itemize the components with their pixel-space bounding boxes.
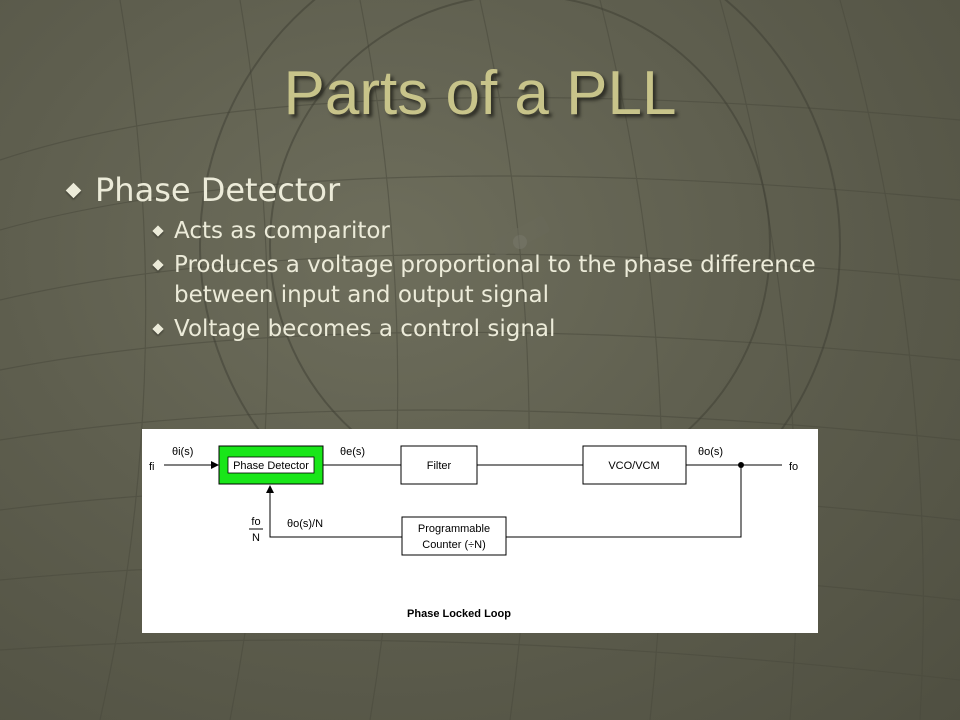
sub-bullet-item: Produces a voltage proportional to the p… [152, 250, 920, 310]
sub-bullet-text: Acts as comparitor [174, 218, 390, 244]
theta-o-label: θo(s) [698, 446, 723, 458]
vco-block [582, 445, 687, 485]
fo-over-n-numerator: fo [251, 516, 260, 528]
theta-i-label: θi(s) [172, 446, 193, 458]
fo-over-n-denominator: N [252, 532, 260, 544]
diamond-bullet-icon [152, 323, 164, 335]
bullet-phase-detector: Phase Detector [60, 168, 920, 212]
theta-e-label: θe(s) [340, 446, 365, 458]
bullet-list: Phase Detector Acts as comparitor Produc… [60, 168, 920, 344]
phase-detector-label: Phase Detector [233, 460, 309, 472]
pd-label-background [227, 456, 315, 474]
diamond-bullet-icon [65, 182, 82, 198]
diamond-bullet-icon [152, 259, 164, 271]
sub-bullet-item: Voltage becomes a control signal [152, 314, 920, 344]
feedback-path [506, 465, 742, 538]
counter-label-line1: Programmable [418, 523, 490, 535]
page-title: Parts of a PLL [283, 59, 677, 128]
sub-bullet-list: Acts as comparitor Produces a voltage pr… [60, 216, 920, 344]
vco-label: VCO/VCM [608, 460, 659, 472]
pll-block-diagram: Phase Detector Filter VCO/VCM Programmab… [142, 429, 818, 633]
junction-dot [738, 462, 744, 468]
counter-feedback-path [266, 485, 402, 538]
diagram-caption: Phase Locked Loop [407, 608, 511, 620]
sub-bullet-text: Produces a voltage proportional to the p… [174, 252, 816, 308]
counter-label-line2: Counter (÷N) [422, 539, 486, 551]
filter-block [400, 445, 478, 485]
counter-block [401, 516, 507, 556]
fo-label: fo [789, 461, 798, 473]
fi-label: fi [149, 461, 155, 473]
filter-label: Filter [427, 460, 452, 472]
bullet-label: Phase Detector [95, 171, 341, 209]
theta-o-over-n-label: θo(s)/N [287, 518, 323, 530]
diamond-bullet-icon [152, 225, 164, 237]
sub-bullet-text: Voltage becomes a control signal [174, 316, 556, 342]
sub-bullet-item: Acts as comparitor [152, 216, 920, 246]
